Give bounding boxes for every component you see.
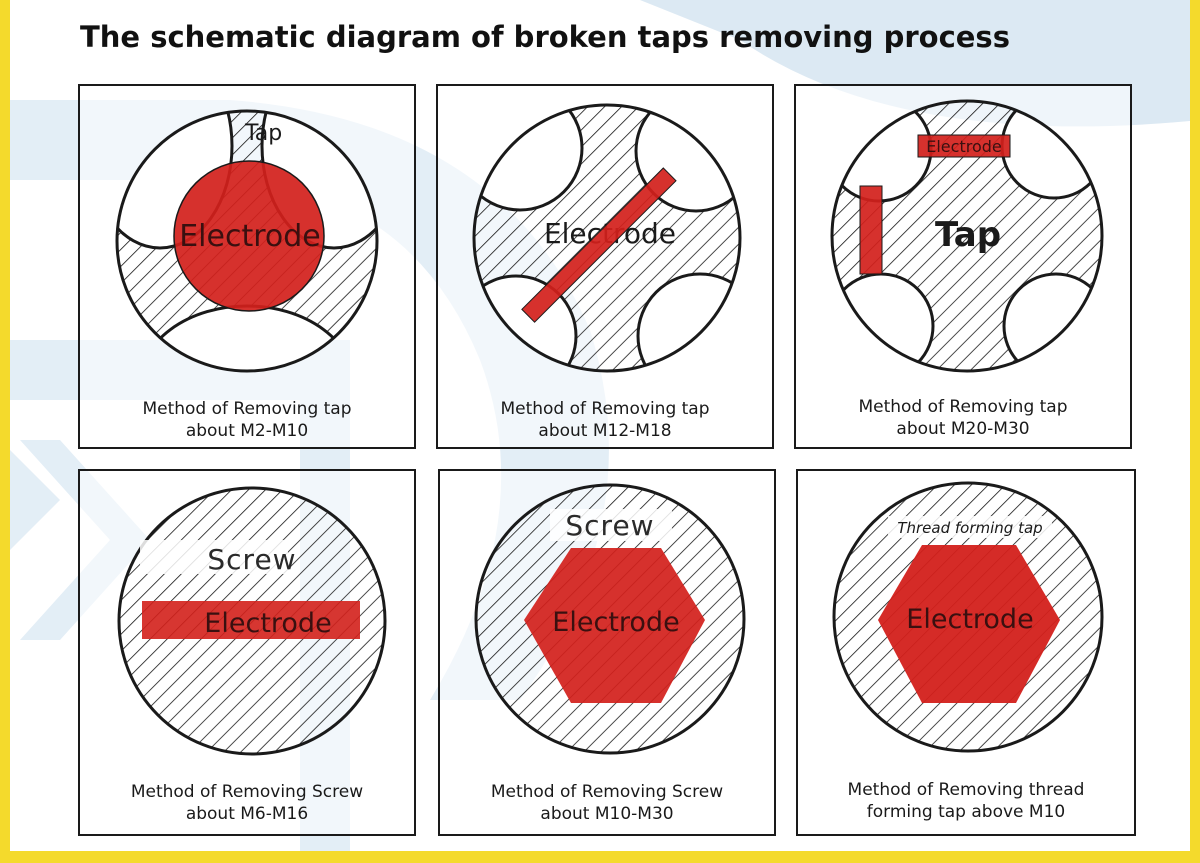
panel-caption: Method of Removing tap about M20-M30 <box>796 396 1130 440</box>
screw-label-backdrop <box>140 540 288 574</box>
caption-line-1: Method of Removing tap <box>142 399 352 419</box>
tap-label: Tap <box>244 121 282 146</box>
tap-cross-section-figure: Electrode <box>472 103 742 373</box>
panel-caption: Method of Removing thread forming tap ab… <box>798 779 1134 823</box>
tap-label-backdrop <box>888 516 1052 538</box>
electrode-label: Electrode <box>926 137 1001 156</box>
panel-thread-forming-tap: Thread forming tap Electrode Method of R… <box>796 469 1136 836</box>
caption-line-2: about M10-M30 <box>540 804 674 824</box>
electrode-label: Electrode <box>204 608 331 639</box>
tap-cross-section-figure: Tap Electrode <box>115 109 379 373</box>
screw-cross-section-figure: Screw Electrode <box>117 486 387 756</box>
caption-line-1: Method of Removing Screw <box>490 782 724 802</box>
thread-forming-tap-label: Thread forming tap <box>897 519 1042 537</box>
caption-line-2: about M2-M10 <box>185 421 309 441</box>
tap-cross-section-figure: Electrode Tap <box>830 99 1104 373</box>
panel-m2-m10: Tap Electrode Method of Removing tap abo… <box>78 84 416 449</box>
electrode-strip <box>521 167 677 323</box>
tap-outline <box>472 103 742 373</box>
tap-label: Tap <box>935 215 1001 255</box>
electrode-circle <box>173 160 325 312</box>
screw-label: Screw <box>207 543 296 576</box>
electrode-bar <box>142 601 360 639</box>
panel-caption: Method of Removing tap about M12-M18 <box>438 398 772 442</box>
panel-screw-m10-m30: Screw Electrode Method of Removing Screw… <box>438 469 776 836</box>
caption-line-2: about M20-M30 <box>896 419 1030 439</box>
tap-outline <box>115 109 379 373</box>
electrode-hexagon <box>524 548 705 703</box>
caption-line-1: Method of Removing Screw <box>130 782 364 802</box>
electrode-label: Electrode <box>179 219 321 254</box>
caption-line-1: Method of Removing tap <box>500 399 710 419</box>
electrode-bar-top <box>917 134 1011 158</box>
caption-line-2: about M12-M18 <box>538 421 672 441</box>
electrode-label: Electrode <box>906 604 1033 635</box>
caption-line-1: Method of Removing thread <box>847 780 1085 800</box>
screw-label-backdrop <box>550 509 672 541</box>
screw-cross-section-figure: Screw Electrode <box>474 483 746 755</box>
panel-caption: Method of Removing Screw about M10-M30 <box>440 781 774 825</box>
thread-forming-tap-figure: Thread forming tap Electrode <box>832 481 1104 753</box>
electrode-bar-side <box>859 185 883 275</box>
panel-caption: Method of Removing Screw about M6-M16 <box>80 781 414 825</box>
electrode-label: Electrode <box>552 607 679 638</box>
electrode-hexagon <box>878 545 1060 703</box>
panel-caption: Method of Removing tap about M2-M10 <box>80 398 414 442</box>
flute-top-left <box>474 105 584 212</box>
caption-line-1: Method of Removing tap <box>858 397 1068 417</box>
page-title: The schematic diagram of broken taps rem… <box>80 20 1010 54</box>
tap-outline <box>830 99 1104 373</box>
panel-m12-m18: Electrode Method of Removing tap about M… <box>436 84 774 449</box>
panel-m20-m30: Electrode Tap Method of Removing tap abo… <box>794 84 1132 449</box>
panel-screw-m6-m16: Screw Electrode Method of Removing Screw… <box>78 469 416 836</box>
caption-line-2: forming tap above M10 <box>866 802 1066 822</box>
caption-line-2: about M6-M16 <box>185 804 309 824</box>
screw-label: Screw <box>565 509 654 542</box>
